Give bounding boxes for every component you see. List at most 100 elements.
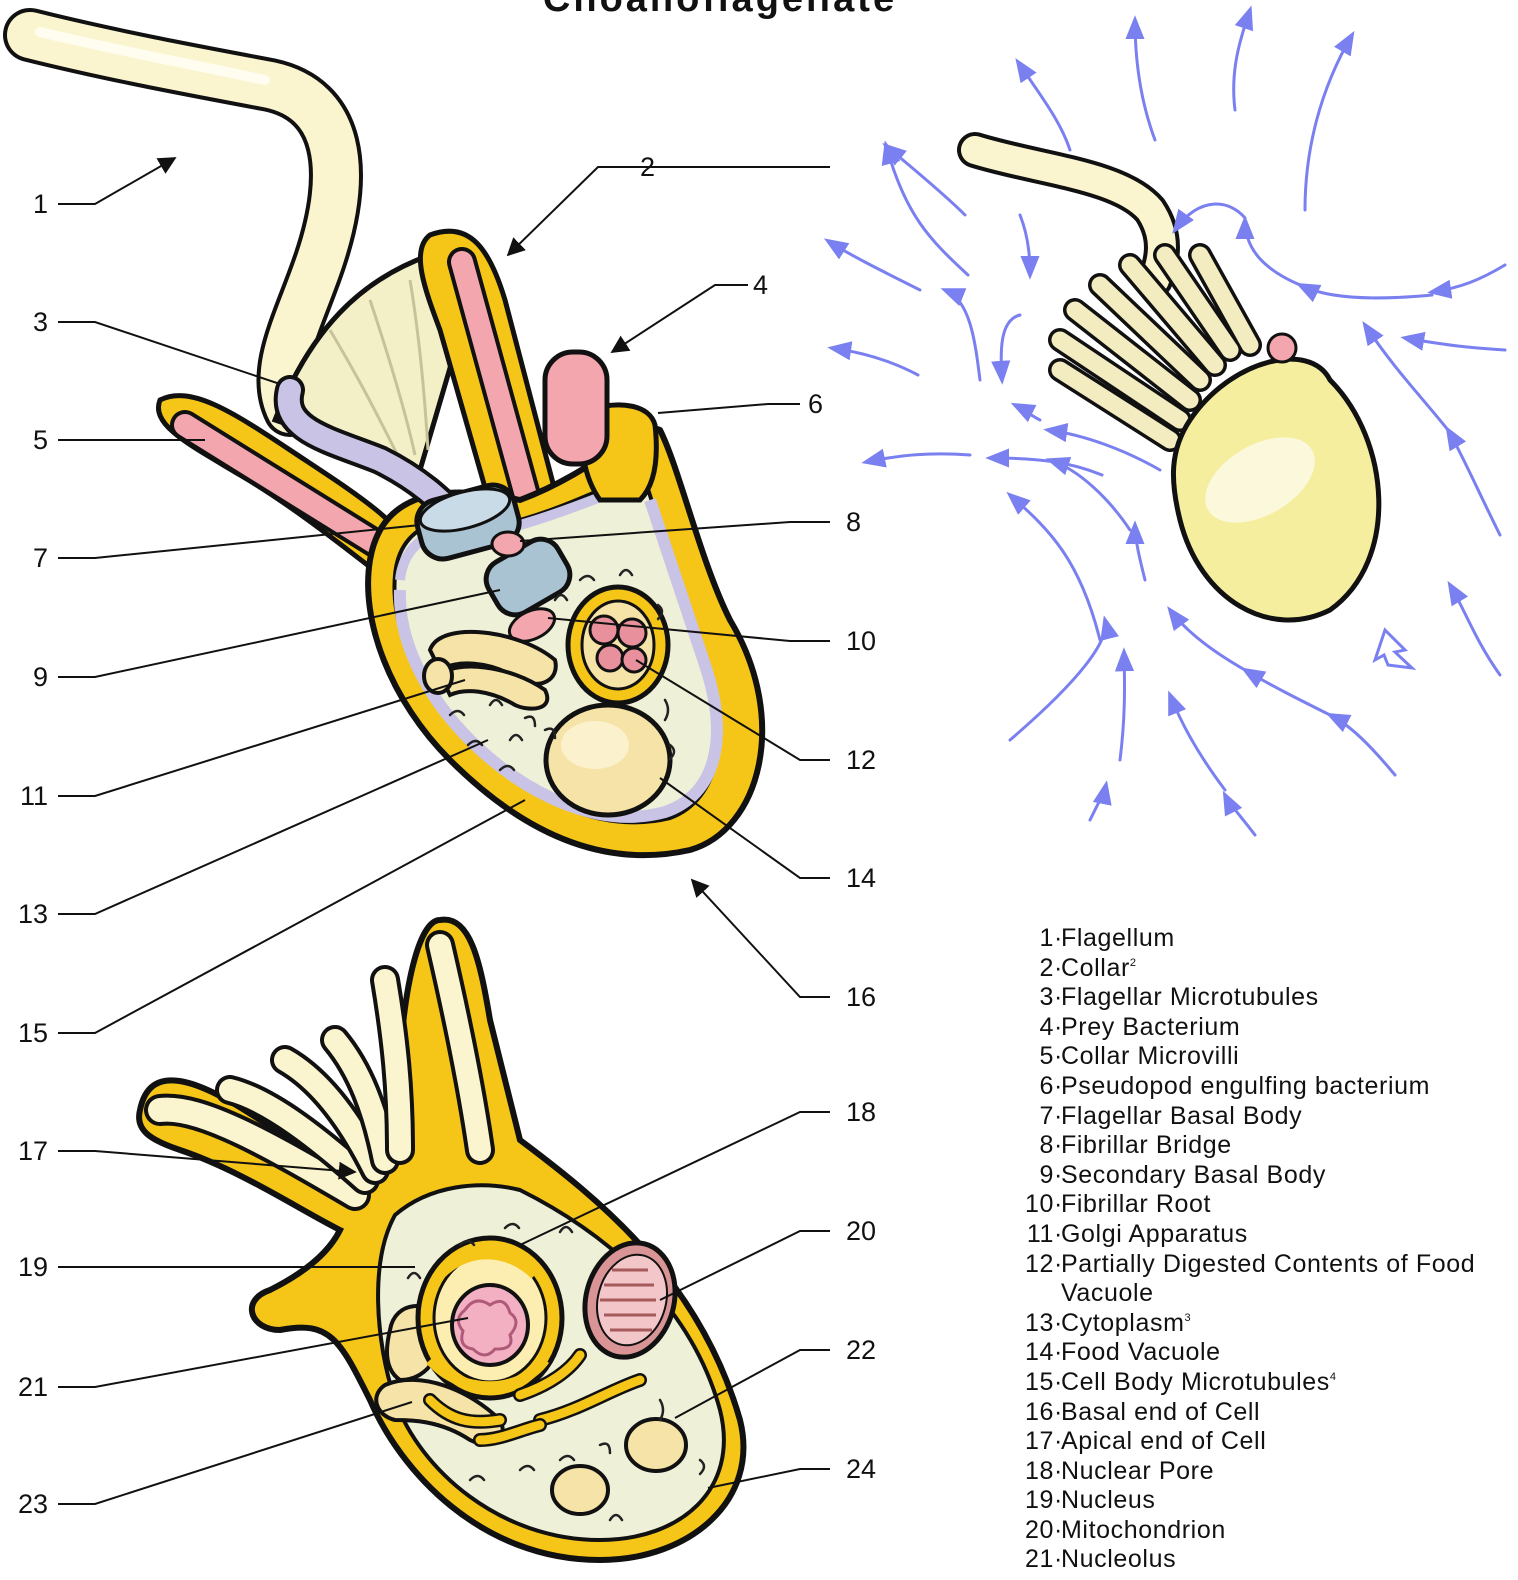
legend-item: 21·Nucleolus	[1020, 1545, 1510, 1575]
legend-number: 21	[1020, 1545, 1054, 1575]
legend-text: Flagellum	[1061, 924, 1510, 954]
legend-text: Collar Microvilli	[1061, 1042, 1510, 1072]
legend-separator: ·	[1054, 1427, 1061, 1457]
legend-label: Secondary Basal Body	[1061, 1161, 1326, 1189]
legend-number: 11	[1020, 1220, 1054, 1250]
legend-number: 14	[1020, 1338, 1054, 1368]
legend-text: Fibrillar Bridge	[1061, 1131, 1510, 1161]
legend-number: 16	[1020, 1398, 1054, 1428]
legend-item: 8·Fibrillar Bridge	[1020, 1131, 1510, 1161]
legend-text: Flagellar Microtubules	[1061, 983, 1510, 1013]
legend-number: 12	[1020, 1250, 1054, 1280]
legend-item: 15·Cell Body Microtubules4	[1020, 1368, 1510, 1398]
label-number: 16	[846, 982, 876, 1012]
legend-separator: ·	[1054, 1220, 1061, 1250]
legend-item: 2·Collar2	[1020, 954, 1510, 984]
legend-label: Food Vacuole	[1061, 1338, 1221, 1366]
legend-separator: ·	[1054, 1250, 1061, 1280]
legend-item: 9·Secondary Basal Body	[1020, 1161, 1510, 1191]
legend-separator: ·	[1054, 1486, 1061, 1516]
legend-label: Partially Digested Contents of Food Vacu…	[1061, 1250, 1475, 1308]
legend-item: 11·Golgi Apparatus	[1020, 1220, 1510, 1250]
swim-direction-arrow	[1375, 630, 1412, 668]
legend-text: Cytoplasm3	[1061, 1309, 1510, 1339]
label-number: 20	[846, 1216, 876, 1246]
legend-item: 14·Food Vacuole	[1020, 1338, 1510, 1368]
label-number: 22	[846, 1335, 876, 1365]
legend-item: 16·Basal end of Cell	[1020, 1398, 1510, 1428]
legend-text: Flagellar Basal Body	[1061, 1102, 1510, 1132]
label-number: 2	[640, 152, 655, 182]
legend-separator: ·	[1054, 1338, 1061, 1368]
legend-label: Flagellum	[1061, 924, 1175, 952]
legend-item: 10·Fibrillar Root	[1020, 1190, 1510, 1220]
legend-label: Golgi Apparatus	[1061, 1220, 1248, 1248]
label-number: 6	[808, 389, 823, 419]
legend-label: Apical end of Cell	[1061, 1427, 1266, 1455]
legend-label: Mitochondrion	[1061, 1516, 1226, 1544]
legend-text: Secondary Basal Body	[1061, 1161, 1510, 1191]
nucleolus	[452, 1285, 528, 1365]
legend-text: Cell Body Microtubules4	[1061, 1368, 1510, 1398]
legend-separator: ·	[1054, 1545, 1061, 1575]
legend-item: 3·Flagellar Microtubules	[1020, 983, 1510, 1013]
legend-text: Mitochondrion	[1061, 1516, 1510, 1546]
legend-text: Partially Digested Contents of Food Vacu…	[1061, 1250, 1510, 1309]
legend-separator: ·	[1054, 1013, 1061, 1043]
legend-number: 18	[1020, 1457, 1054, 1487]
legend-separator: ·	[1054, 1398, 1061, 1428]
prey-bacterium-small	[1268, 334, 1296, 362]
legend-item: 12·Partially Digested Contents of Food V…	[1020, 1250, 1510, 1309]
legend-text: Nucleus	[1061, 1486, 1510, 1516]
legend-label: Fibrillar Root	[1061, 1190, 1211, 1218]
legend-label: Flagellar Microtubules	[1061, 983, 1319, 1011]
legend-footnote-mark: 3	[1185, 1312, 1192, 1324]
legend-number: 5	[1020, 1042, 1054, 1072]
legend-item: 1·Flagellum	[1020, 924, 1510, 954]
legend-number: 8	[1020, 1131, 1054, 1161]
legend-separator: ·	[1054, 1368, 1061, 1398]
legend-number: 3	[1020, 983, 1054, 1013]
legend-number: 4	[1020, 1013, 1054, 1043]
legend-text: Food Vacuole	[1061, 1338, 1510, 1368]
legend-number: 7	[1020, 1102, 1054, 1132]
legend-number: 15	[1020, 1368, 1054, 1398]
legend-item: 19·Nucleus	[1020, 1486, 1510, 1516]
label-number: 17	[2, 1136, 48, 1166]
legend-text: Collar2	[1061, 954, 1510, 984]
legend-label: Collar Microvilli	[1061, 1042, 1239, 1070]
legend-separator: ·	[1054, 1102, 1061, 1132]
legend-number: 9	[1020, 1161, 1054, 1191]
legend-number: 20	[1020, 1516, 1054, 1546]
legend-separator: ·	[1054, 1190, 1061, 1220]
legend-label: Fibrillar Bridge	[1061, 1131, 1232, 1159]
legend-item: 4·Prey Bacterium	[1020, 1013, 1510, 1043]
legend-item: 5·Collar Microvilli	[1020, 1042, 1510, 1072]
legend-label: Flagellar Basal Body	[1061, 1102, 1302, 1130]
label-number: 23	[2, 1489, 48, 1519]
label-number: 5	[2, 425, 48, 455]
legend-number: 19	[1020, 1486, 1054, 1516]
label-number: 14	[846, 863, 876, 893]
legend-separator: ·	[1054, 1072, 1061, 1102]
legend-separator: ·	[1054, 1161, 1061, 1191]
partially-digested-food-vacuole	[568, 587, 668, 703]
label-number: 1	[2, 189, 48, 219]
legend-label: Nucleus	[1061, 1486, 1156, 1514]
legend-text: Prey Bacterium	[1061, 1013, 1510, 1043]
legend-item: 20·Mitochondrion	[1020, 1516, 1510, 1546]
legend-text: Nucleolus	[1061, 1545, 1510, 1575]
fibrillar-bridge	[492, 532, 524, 556]
label-number: 11	[2, 781, 48, 811]
label-number: 21	[2, 1372, 48, 1402]
legend-separator: ·	[1054, 1457, 1061, 1487]
label-number: 10	[846, 626, 876, 656]
label-number: 9	[2, 662, 48, 692]
legend-text: Nuclear Pore	[1061, 1457, 1510, 1487]
legend-separator: ·	[1054, 924, 1061, 954]
legend-separator: ·	[1054, 1042, 1061, 1072]
label-number: 19	[2, 1252, 48, 1282]
label-number: 18	[846, 1097, 876, 1127]
legend-number: 13	[1020, 1309, 1054, 1339]
legend-label: Prey Bacterium	[1061, 1013, 1240, 1041]
